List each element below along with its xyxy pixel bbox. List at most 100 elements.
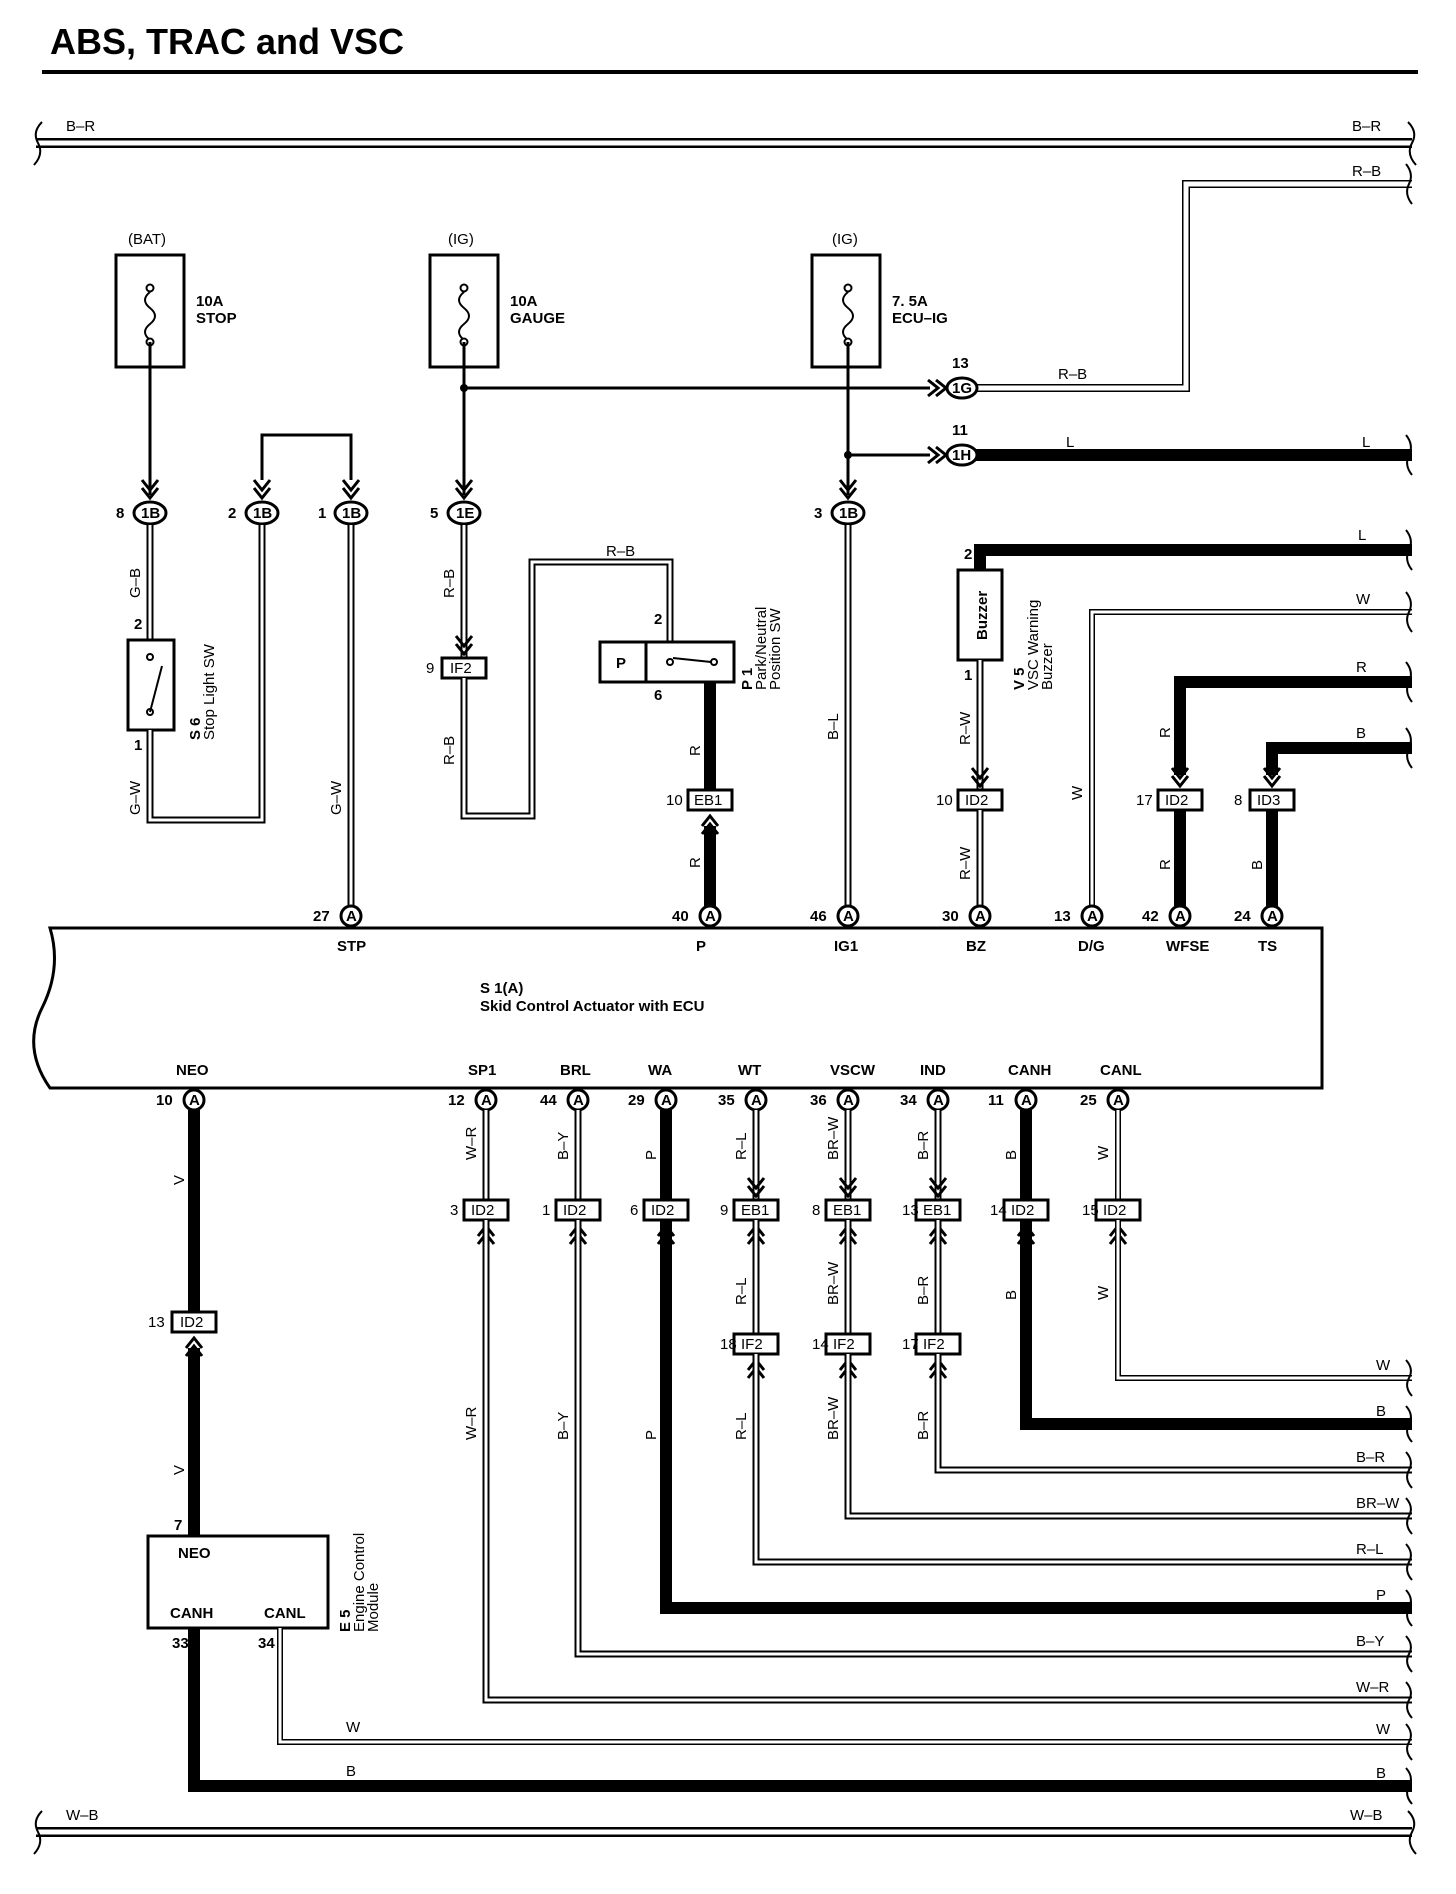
junction-if2-9-id: IF2 [450,660,472,677]
connector-2-id: 1B [253,505,272,522]
right-edge-label-6: B–Y [1356,1633,1384,1650]
wire-vscw-label-2: BR–W [825,1261,842,1305]
wire-canh-label-2: B [1003,1290,1020,1300]
ecu-top-pin-bz [968,904,992,928]
ecu-top-pin-name-2: IG1 [834,938,858,955]
ecm-canh-label: CANH [170,1605,213,1622]
ecu-bottom-pin-number-7: 11 [988,1092,1004,1109]
junction-wt-2-id: IF2 [741,1336,763,1353]
wire-b-right-label: B [1356,725,1366,742]
buzzer-pin-bottom: 1 [964,667,972,684]
wire-break-mark [1405,1543,1413,1581]
junction-sp1-1-pin: 3 [450,1202,458,1219]
right-edge-label-7: W–R [1356,1679,1390,1696]
ecu-top-pin-number-0: 27 [313,908,330,925]
ecu-bottom-pin-number-0: 10 [156,1092,173,1109]
pn-sw-pin-top: 2 [654,611,662,628]
ecu-bottom-pin-wt-conn: A [751,1092,762,1109]
engine-control-module: 7 NEO CANH CANL 33 34 E 5 Engine Control… [146,1517,1412,1792]
wire-wt-label-3: R–L [733,1412,750,1440]
buzzer-name1: VSC Warning [1025,600,1042,690]
fuse-stop-name: STOP [196,310,237,327]
wire-vscw-label-1: BR–W [825,1116,842,1160]
wire-neo: V ID2 13 V [148,1110,218,1536]
junction-id2-13-pin: 13 [148,1314,165,1331]
junction-vscw-2-pin: 14 [812,1336,829,1353]
wire-bl-label: B–L [825,713,842,740]
chevron-down-icon [928,1177,948,1199]
junction-vscw-2-id: IF2 [833,1336,855,1353]
wire-sp1-label-2: W–R [463,1407,480,1441]
junction-wa-1-pin: 6 [630,1202,638,1219]
stop-light-switch: G–B 2 1 S 6 Stop Light SW G–W [126,525,266,824]
ecu-top-pin-name-1: P [696,938,706,955]
ecu-bottom-pin-name-4: WT [738,1062,761,1079]
junction-brl-1-pin: 1 [542,1202,550,1219]
wire-rw1-label: R–W [957,711,974,745]
wire-v1-label: V [171,1175,188,1185]
junction-id2-13 [170,1310,218,1334]
right-edge-label-4: R–L [1356,1541,1384,1558]
gauge-junction-dot [460,384,468,392]
wire-break-mark [1405,1451,1413,1489]
ecu-top-pin-p [698,904,722,928]
wire-canl-lower-inner [1116,1220,1412,1380]
junction-canh-1-pin: 14 [990,1202,1007,1219]
ecu-top-pin-number-4: 13 [1054,908,1071,925]
chevron-1h-icon [927,445,949,465]
bus-br-left-label: B–R [66,118,95,135]
junction-vscw-1-pin: 8 [812,1202,820,1219]
right-edge-label-5: P [1376,1587,1386,1604]
wire-canh-lower [1020,1220,1412,1430]
fuse-ecu-ig-name: ECU–IG [892,310,948,327]
ecu-top-pin-name-3: BZ [966,938,986,955]
wire-r1-label: R [687,745,704,756]
wire-stp: G–W [328,525,355,916]
connector-8-id: 1B [141,505,160,522]
fuse-gauge-name: GAUGE [510,310,565,327]
wire-canl-lower [1115,1220,1412,1381]
wire-ig1: B–L [825,525,852,906]
junction-vscw-1-id: EB1 [833,1202,861,1219]
ecm-pin-neo: 7 [174,1517,182,1534]
ecu-top-pin-number-5: 42 [1142,908,1159,925]
ecu-top-pin-stp [339,904,363,928]
right-edge-label-3: BR–W [1356,1495,1400,1512]
ecu-bottom-pin-name-0: NEO [176,1062,209,1079]
wire-gw1-label: G–W [127,780,144,815]
fuse-ecu-ig-source: (IG) [832,231,858,248]
stop-sw-pin-top: 2 [134,616,142,633]
wire-vscw-lower-inner [846,1354,1412,1518]
wire-rb1-label: R–B [441,569,458,598]
chevron-down-icon [746,1177,766,1199]
ecu-bottom-pin-number-4: 35 [718,1092,735,1109]
wire-v2-label: V [171,1465,188,1475]
wire-r-right-label: R [1356,659,1367,676]
ecu-bottom-pin-number-6: 34 [900,1092,917,1109]
pn-sw-letter: P [616,655,626,672]
ecu-bottom-pin-number-3: 29 [628,1092,645,1109]
wire-w-right-label: W [1356,591,1371,608]
junction-ind-2-pin: 17 [902,1336,919,1353]
ecu-bottom-pin-number-5: 36 [810,1092,827,1109]
bus-wb: W–B W–B [33,1807,1417,1855]
wire-ts: B ID3 8 B [1234,725,1413,906]
wire-wt-lower [752,1354,1412,1566]
connector-1-pin: 1 [318,505,326,522]
connector-2-pin: 2 [228,505,236,522]
fuse-stop-source: (BAT) [128,231,166,248]
ecu-top-pin-d/g [1080,904,1104,928]
right-edge-label-2: B–R [1356,1449,1385,1466]
wire-vscw-label-3: BR–W [825,1396,842,1440]
connector-1g-id: 1G [952,380,972,397]
ecu-top-pin-bz-conn: A [975,908,986,925]
wire-r-wfse2-label: R [1157,859,1174,870]
wire-wt-label-2: R–L [733,1277,750,1305]
wire-break-mark [1405,1589,1413,1627]
buzzer-name2: Buzzer [1039,643,1056,690]
ecm-name1: Engine Control [351,1533,368,1632]
ecu-bottom-pin-name-1: SP1 [468,1062,496,1079]
ecu-top-pin-number-1: 40 [672,908,689,925]
